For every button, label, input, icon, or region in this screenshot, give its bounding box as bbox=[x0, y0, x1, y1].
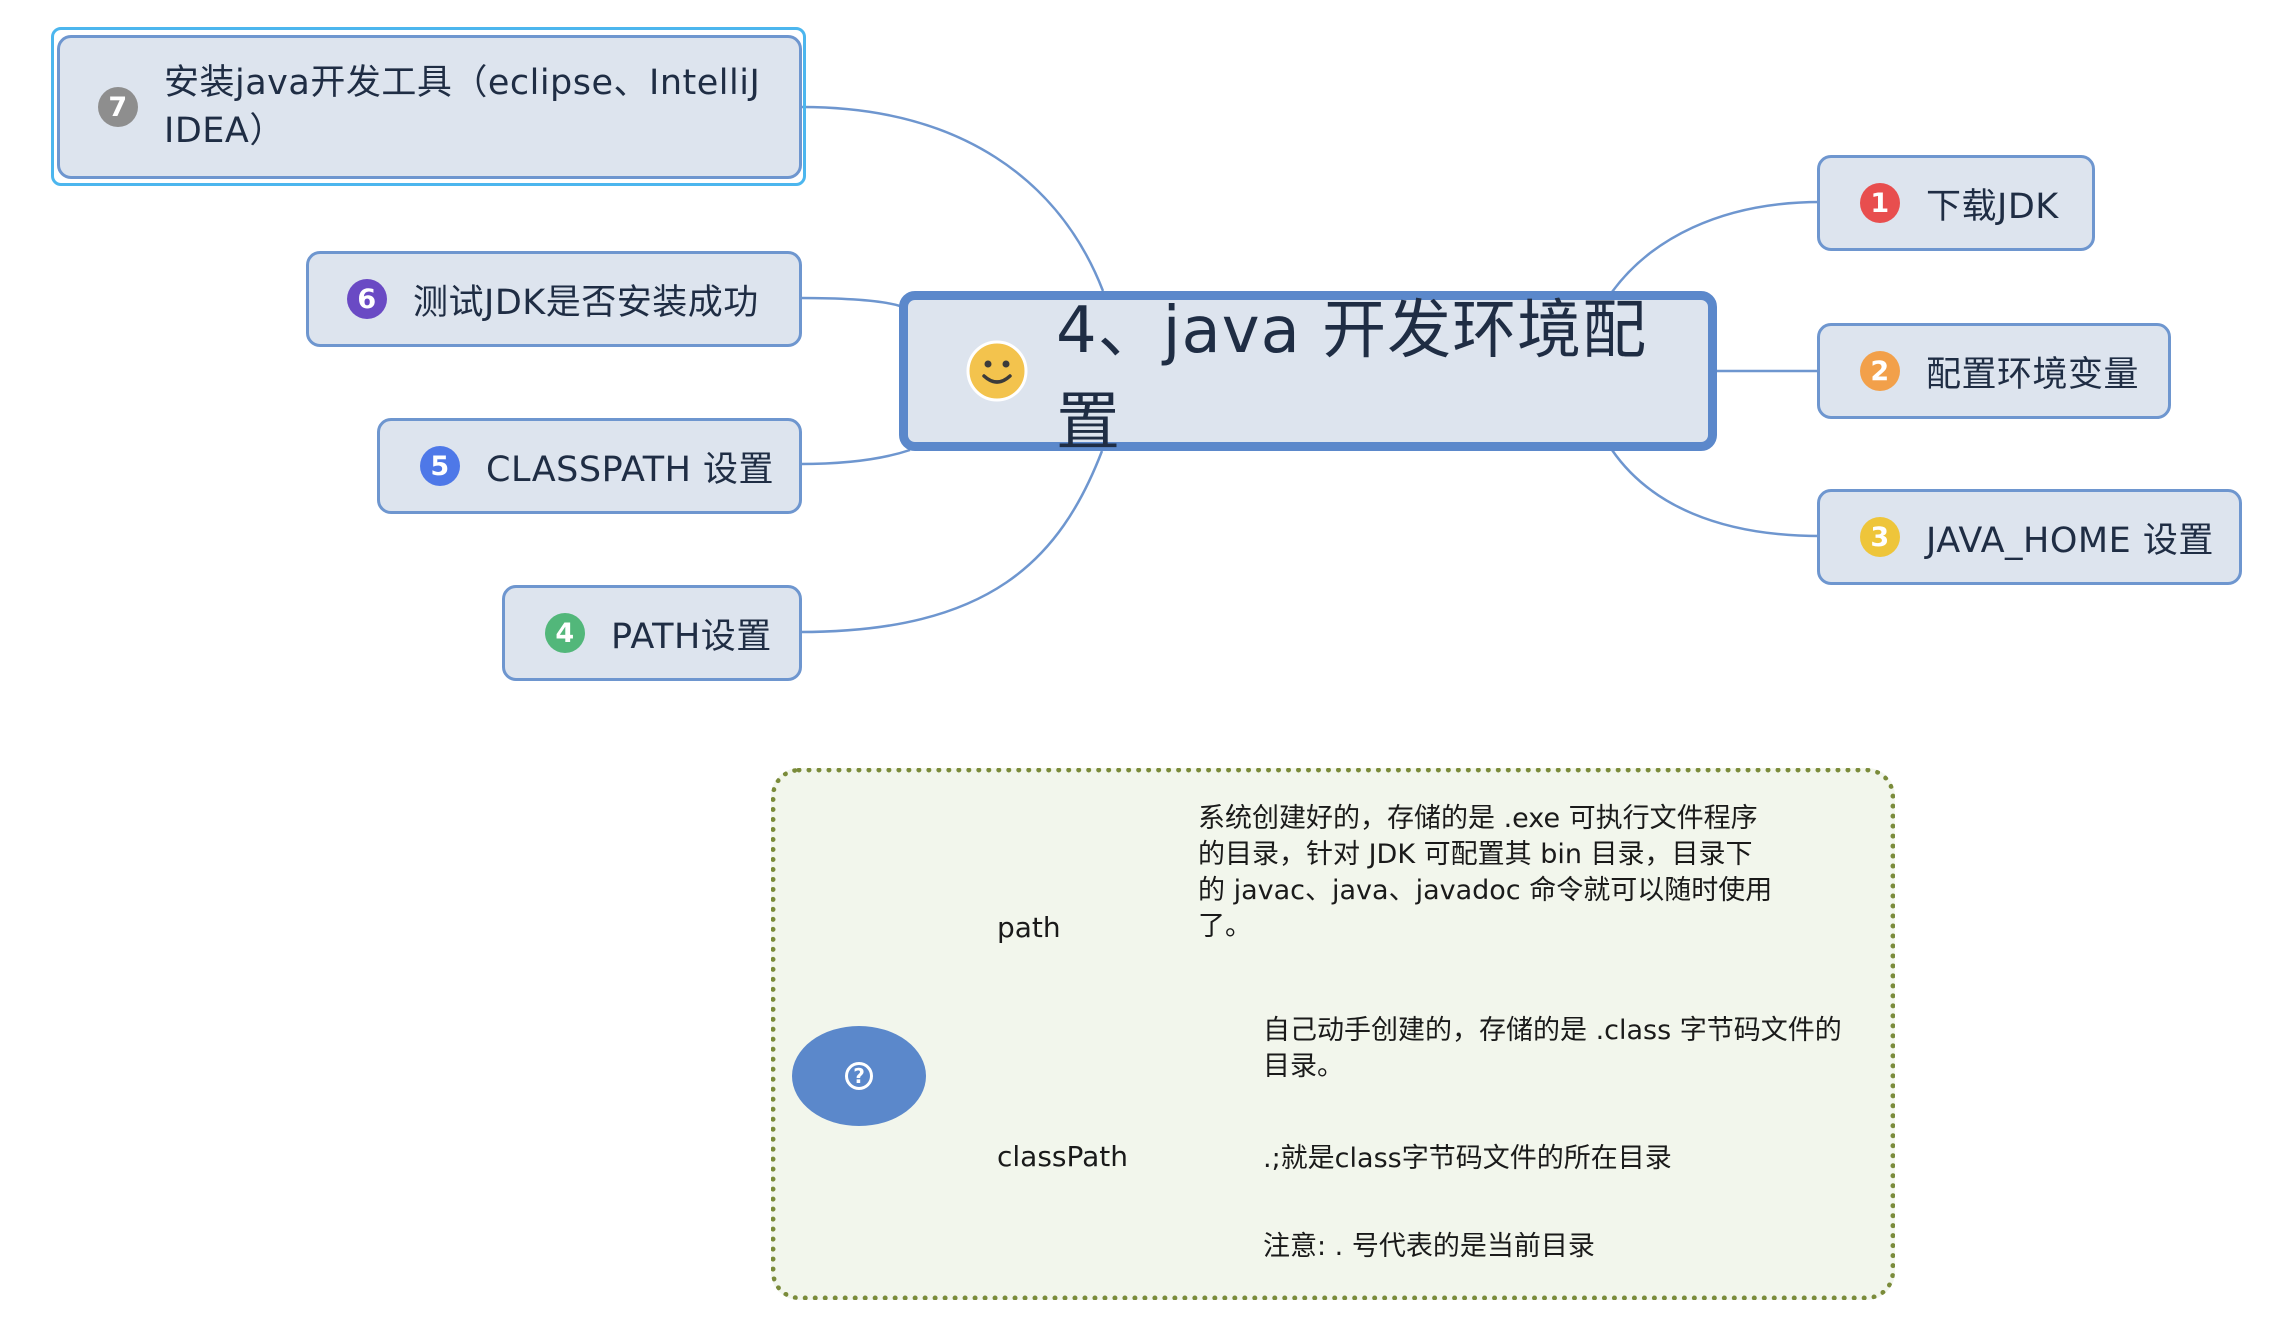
topic-label: 测试JDK是否安装成功 bbox=[413, 282, 759, 323]
connector-to-topic-7 bbox=[801, 105, 1105, 292]
number-3-badge: 3 bbox=[1860, 517, 1900, 557]
topic-classpath-setting[interactable]: 5 CLASSPATH 设置 bbox=[377, 418, 802, 514]
number-4-badge: 4 bbox=[545, 613, 585, 653]
selection-outline bbox=[51, 27, 806, 186]
classpath-label[interactable]: classPath bbox=[997, 1140, 1129, 1173]
classpath-note-dot[interactable]: .;就是class字节码文件的所在目录 bbox=[1263, 1143, 1672, 1174]
number-7-badge: 7 bbox=[98, 87, 138, 127]
topic-install-ide[interactable]: 7 安装java开发工具（eclipse、IntelliJ IDEA） bbox=[57, 35, 802, 179]
topic-configure-env-vars[interactable]: 2 配置环境变量 bbox=[1817, 323, 2171, 419]
summary-boundary bbox=[771, 768, 1895, 1300]
number-1-badge: 1 bbox=[1860, 183, 1900, 223]
question-icon: ? bbox=[845, 1062, 873, 1090]
path-note[interactable]: 系统创建好的，存储的是 .exe 可执行文件程序 的目录，针对 JDK 可配置其… bbox=[1198, 803, 1773, 942]
smiley-icon bbox=[966, 340, 1028, 402]
classpath-note-created[interactable]: 自己动手创建的，存储的是 .class 字节码文件的 目录。 bbox=[1263, 1015, 1842, 1082]
topic-label: PATH设置 bbox=[611, 616, 772, 657]
topic-label: CLASSPATH 设置 bbox=[486, 449, 775, 490]
connector-to-topic-3 bbox=[1610, 449, 1821, 538]
central-topic-title: 4、java 开发环境配置 bbox=[1056, 294, 1648, 460]
path-label[interactable]: path bbox=[997, 911, 1061, 944]
topic-label: 下载JDK bbox=[1926, 186, 2059, 227]
number-5-badge: 5 bbox=[420, 446, 460, 486]
topic-test-jdk[interactable]: 6 测试JDK是否安装成功 bbox=[306, 251, 802, 347]
connector-to-topic-5 bbox=[799, 448, 911, 466]
number-6-badge: 6 bbox=[347, 279, 387, 319]
central-topic[interactable]: 4、java 开发环境配置 bbox=[899, 291, 1717, 460]
topic-download-jdk[interactable]: 1 下载JDK bbox=[1817, 155, 2095, 251]
topic-label-line-1: 安装java开发工具（eclipse、IntelliJ bbox=[164, 63, 761, 103]
topic-label-line-2: IDEA） bbox=[164, 111, 285, 151]
classpath-note-current-dir[interactable]: 注意: . 号代表的是当前目录 bbox=[1263, 1231, 1595, 1262]
connector-to-topic-4 bbox=[799, 450, 1104, 634]
topic-label: 安装java开发工具（eclipse、IntelliJ IDEA） bbox=[164, 59, 760, 155]
number-2-badge: 2 bbox=[1860, 351, 1900, 391]
topic-java-home[interactable]: 3 JAVA_HOME 设置 bbox=[1817, 489, 2242, 585]
summary-root-node[interactable]: ? bbox=[792, 1026, 926, 1126]
connector-to-topic-6 bbox=[799, 296, 901, 308]
topic-label: JAVA_HOME 设置 bbox=[1926, 520, 2214, 561]
topic-label: 配置环境变量 bbox=[1926, 354, 2140, 395]
topic-path-setting[interactable]: 4 PATH设置 bbox=[502, 585, 802, 681]
connector-to-topic-1 bbox=[1610, 200, 1821, 293]
